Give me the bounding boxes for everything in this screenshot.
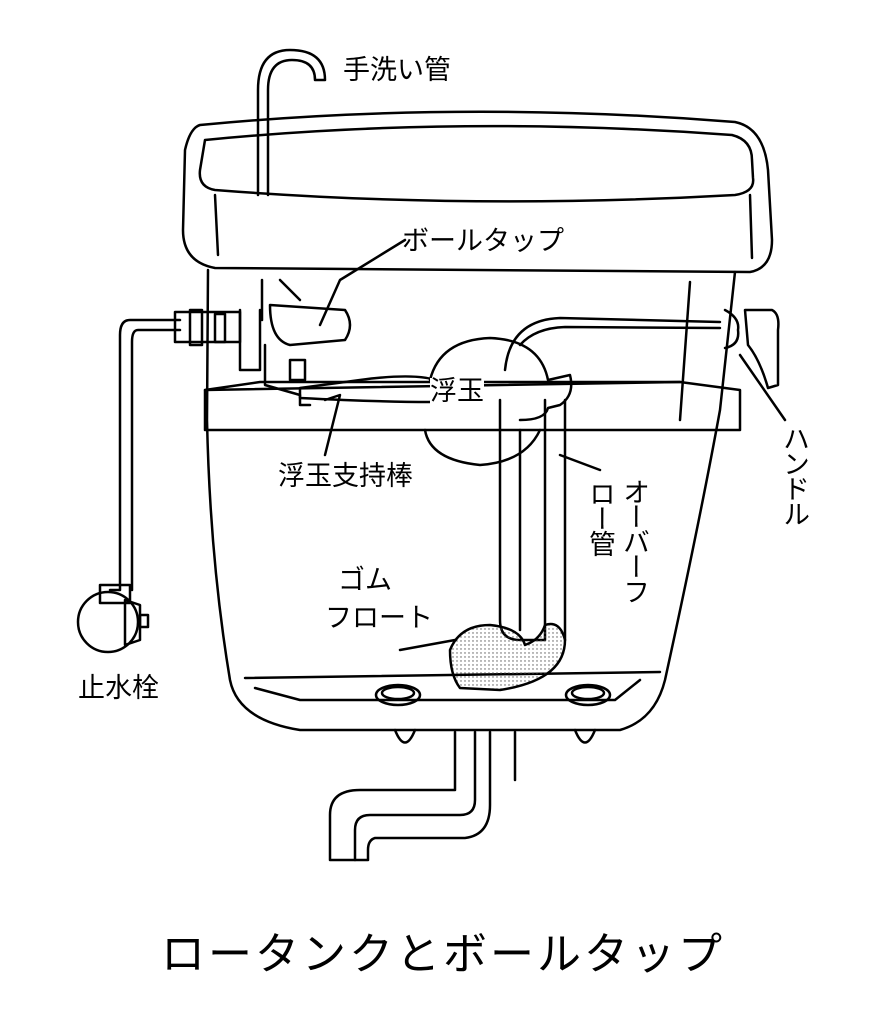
tank-body <box>205 268 737 732</box>
label-handle: ハンドル <box>778 425 809 525</box>
water-surface <box>203 380 742 432</box>
tank-lid <box>181 110 774 274</box>
label-overflow-pipe-2: ロー管 <box>584 480 615 555</box>
drain-pipe <box>328 730 477 862</box>
overflow-pipe <box>498 398 547 642</box>
label-rubber-float-2: フロート <box>325 603 433 634</box>
label-float-arm: 浮玉支持棒 <box>278 461 413 492</box>
supply-pipe <box>108 318 182 592</box>
label-rubber-float-1: ゴム <box>338 565 392 596</box>
label-float-ball: 浮玉 <box>430 376 484 407</box>
rubber-float <box>448 622 567 692</box>
hand-wash-pipe <box>256 48 327 197</box>
label-ball-tap: ボールタップ <box>402 226 564 257</box>
ball-tap <box>268 303 352 347</box>
handle-linkage <box>503 316 722 372</box>
handle <box>723 308 780 390</box>
diagram-title: ロータンクとボールタップ <box>161 929 725 980</box>
label-overflow-pipe-1: オーバーフ <box>618 478 649 603</box>
stop-valve <box>76 583 150 654</box>
label-hand-wash-pipe: 手洗い管 <box>343 55 451 86</box>
label-stop-valve: 止水栓 <box>78 673 159 704</box>
float-ball <box>428 336 573 422</box>
